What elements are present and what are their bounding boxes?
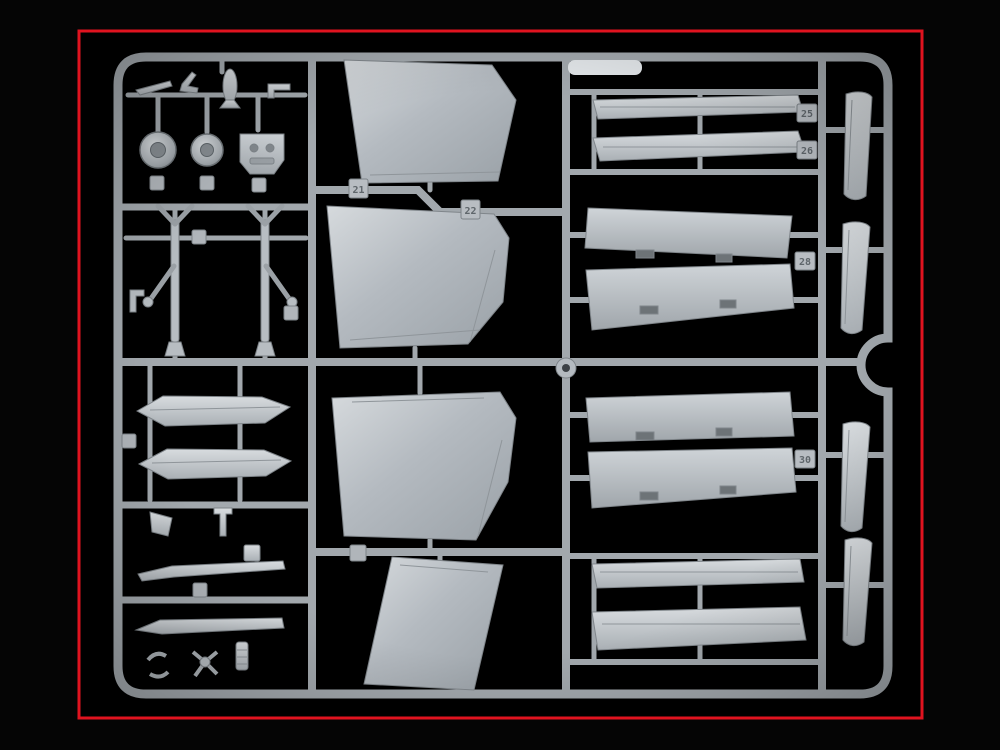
wing-panel-upper-mid — [326, 205, 510, 349]
drop-tank-lower — [137, 448, 293, 480]
tab-21: 21 — [348, 178, 369, 199]
ribbed-cylinder-part — [235, 641, 249, 671]
instrument-panel-part — [239, 133, 285, 175]
tab-28-number: 28 — [799, 257, 811, 268]
panel-slot-d1 — [639, 491, 659, 501]
tab-22: 22 — [460, 199, 481, 220]
panel-slot-c1 — [635, 431, 655, 441]
panel-slot-b1 — [639, 305, 659, 315]
runner-ring-connector — [555, 357, 577, 379]
tab-25: 25 — [796, 103, 818, 123]
fuselage-panel-c — [585, 391, 795, 443]
drop-tank-upper — [135, 395, 292, 427]
panel-slot-d2 — [719, 485, 737, 495]
wing-panel-lower-mid — [331, 391, 517, 541]
box-part — [243, 544, 261, 562]
tab-28: 28 — [794, 251, 816, 271]
panel-slot-b2 — [719, 299, 737, 309]
tab-30-number: 30 — [799, 455, 811, 466]
tab-21-number: 21 — [352, 185, 364, 196]
bomb-body-part — [222, 68, 238, 104]
tab-26: 26 — [796, 140, 818, 160]
wing-panel-top — [343, 59, 517, 184]
panel-slot-a2 — [715, 253, 733, 263]
tab-22-number: 22 — [464, 206, 476, 217]
tab-30: 30 — [794, 449, 816, 469]
runner-highlight-strip — [568, 60, 642, 75]
panel-slot-c2 — [715, 427, 733, 437]
main-wheel-left-hub — [150, 142, 166, 158]
main-wheel-right-hub — [200, 143, 214, 157]
tab-26-number: 26 — [801, 146, 813, 157]
tab-25-number: 25 — [801, 109, 813, 120]
panel-slot-a1 — [635, 249, 655, 259]
